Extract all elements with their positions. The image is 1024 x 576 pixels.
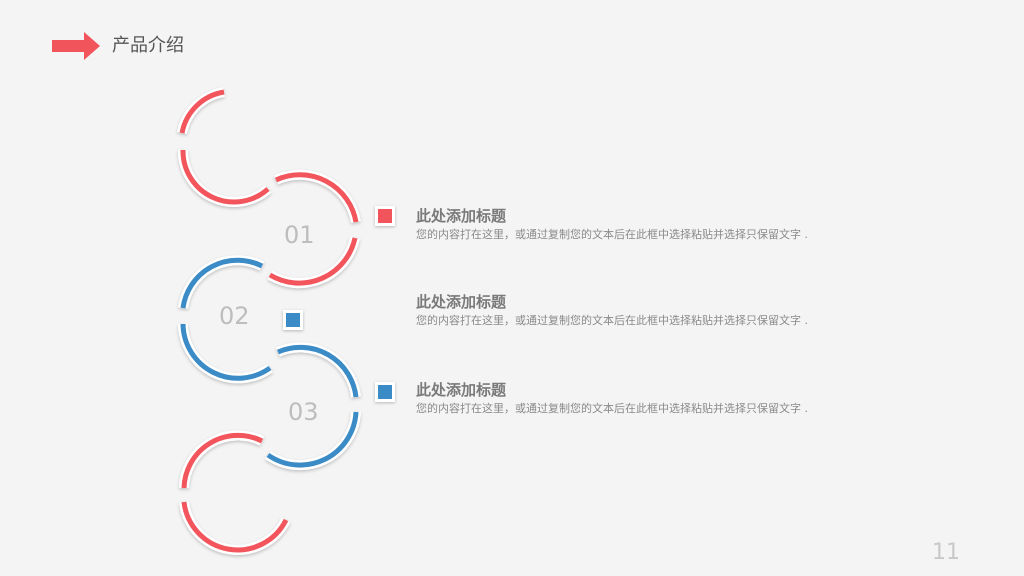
arc-01-red-lower (268, 237, 358, 286)
marker-red-square (375, 206, 395, 226)
arc-bottom-red-upper (179, 430, 265, 489)
arc-top-red-lower (180, 149, 270, 205)
marker-blue-square (283, 310, 303, 330)
arrow-right-icon (52, 32, 100, 60)
arc-bottom-red-upper (181, 432, 264, 489)
page-title: 产品介绍 (112, 35, 184, 56)
arc-02-blue-upper (180, 257, 264, 309)
marker-blue-square (375, 382, 395, 402)
step-number-01: 01 (284, 221, 315, 249)
arc-top-red (179, 89, 225, 134)
arc-03-blue-upper (277, 344, 359, 398)
step-number-02: 02 (219, 302, 250, 330)
item-description-02: 您的内容打在这里，或通过复制您的文本后在此框中选择粘贴并选择只保留文字 . (416, 314, 808, 327)
arc-top-red-lower (177, 149, 272, 207)
item-description-03: 您的内容打在这里，或通过复制您的文本后在此框中选择粘贴并选择只保留文字 . (416, 402, 808, 415)
step-number-03: 03 (288, 398, 319, 426)
item-description-01: 您的内容打在这里，或通过复制您的文本后在此框中选择粘贴并选择只保留文字 . (416, 228, 808, 241)
header: 产品介绍 (52, 30, 184, 62)
arc-03-blue-lower (266, 411, 359, 468)
item-title-03: 此处添加标题 (416, 381, 507, 399)
page-number: 11 (932, 540, 960, 565)
item-title-02: 此处添加标题 (416, 293, 507, 311)
item-title-01: 此处添加标题 (416, 207, 507, 225)
arc-01-red-upper (274, 172, 359, 223)
arc-02-blue-lower (180, 323, 272, 381)
arc-02-blue-lower (178, 323, 273, 384)
arc-bottom-red-lower (179, 501, 291, 555)
arc-bottom-red-lower (181, 501, 289, 553)
